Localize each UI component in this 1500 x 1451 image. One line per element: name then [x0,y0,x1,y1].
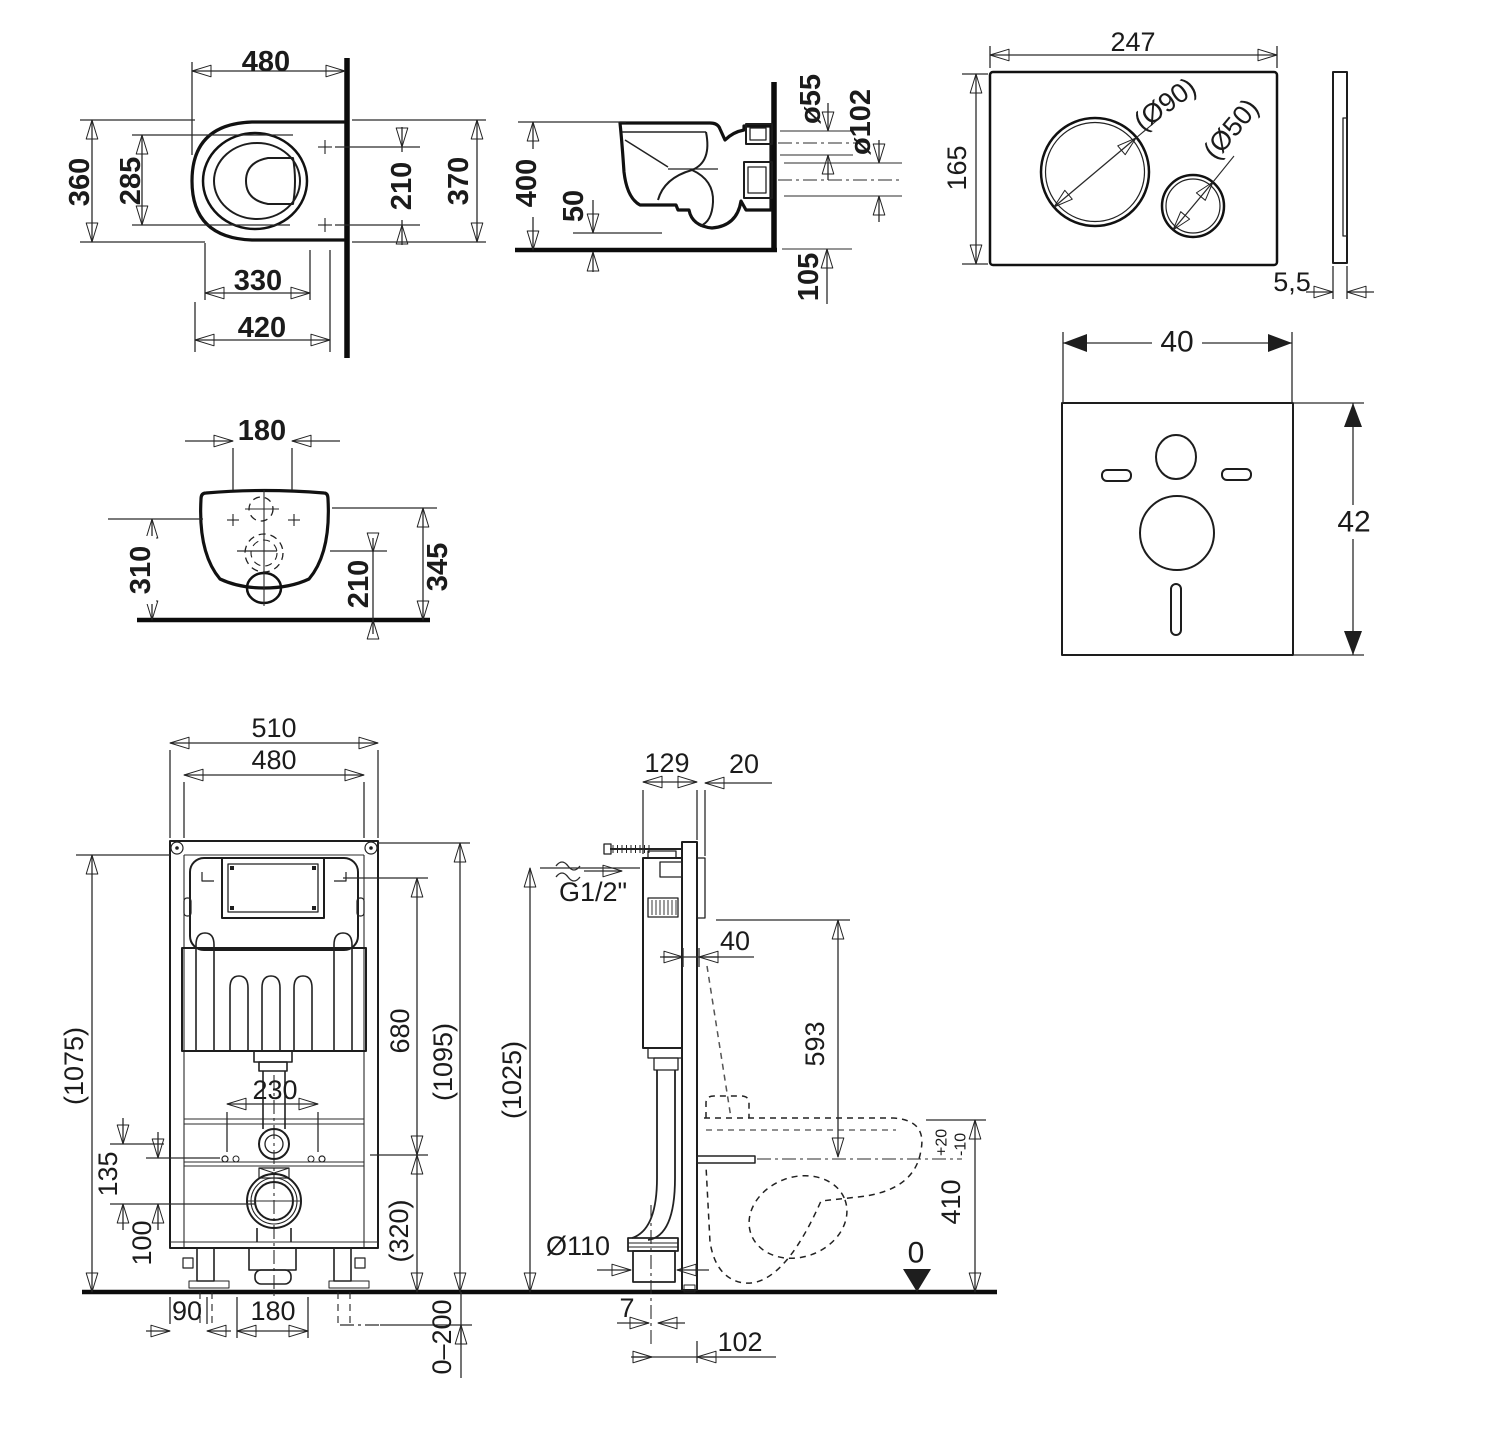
drain-outlet-socket [743,161,773,199]
flush-plate-view: 247 165 (Ø90) (Ø50) 5,5 [942,27,1374,299]
sound-mat-outline [1061,402,1294,656]
dim-seat-height-tol-plus: +20 [934,1129,951,1156]
dim-frame-230: 230 [252,1075,297,1105]
large-flush-button [1039,116,1151,228]
flush-plate-dimensions [962,46,1278,265]
flush-plate-thickness-dim [1306,266,1374,299]
cistern-tank [181,947,367,1052]
dim-frame-foot-range: 0–200 [427,1299,457,1374]
dim-mat-height: 42 [1337,506,1370,539]
water-connection-label: G1/2" [559,877,627,907]
dim-side-height-400: 400 [511,159,543,207]
dim-frame-width-inner: 480 [251,745,296,775]
flush-plate-side-profile [1332,71,1348,264]
access-panel [221,857,325,919]
toilet-top-view: 480 360 285 330 420 210 370 [64,46,486,358]
dim-frame-100: 100 [127,1220,157,1265]
frame-front-view: 510 480 (1075) 680 (1095) 230 135 100 (3… [59,713,472,1378]
rear-outlet-hole-dashed [244,533,284,573]
dim-rear-310: 310 [125,546,157,594]
dim-plate-width: 247 [1110,27,1155,57]
mounting-bolt [696,1155,756,1164]
dim-frame-width-outer: 510 [251,713,296,743]
dim-top-bolt-spacing: 210 [386,162,418,210]
foot-plate-right [328,1280,370,1289]
dim-frame-180: 180 [250,1296,295,1326]
drain-elbow-collar [627,1237,679,1252]
dim-drain-dia: Ø110 [546,1231,610,1261]
small-flush-button [1160,173,1226,239]
dim-frame-135: 135 [93,1151,123,1196]
dim-frame-90: 90 [172,1296,202,1326]
dim-large-button-dia: (Ø90) [1128,72,1201,137]
dim-side-40: 40 [720,926,750,956]
toilet-dashed-outline [704,1095,923,1284]
dim-frame-height-1075: (1075) [59,1027,89,1105]
dim-side-105: 105 [793,253,825,301]
dim-frame-320: (320) [384,1199,414,1262]
dim-side-7: 7 [619,1293,634,1323]
frame-front-dimensions [76,736,472,1378]
frame-leg-left [196,1247,215,1282]
toilet-side-dimensions [518,103,902,304]
tank-ribs [195,932,353,1051]
frame-side-view: 129 20 G1/2" 40 593 (1025) Ø110 7 102 41… [497,748,986,1364]
frame-side-dimensions [523,775,986,1364]
dim-rear-210: 210 [343,560,375,608]
flush-pipe-port [258,1128,290,1160]
drain-socket [248,1247,297,1271]
water-inlet-socket [745,123,773,145]
flush-plate-face [988,70,1279,267]
frame-leg-right [333,1247,352,1282]
dim-top-370: 370 [443,157,475,205]
sound-mat-view: 40 42 [1061,326,1378,656]
toilet-rear-view: 180 310 210 345 [108,415,454,640]
toilet-side-view: 400 50 ø55 ø102 105 [511,74,902,304]
dim-seat-height-tol-minus: -10 [953,1133,970,1156]
dim-small-button-dia: (Ø50) [1197,93,1264,165]
dim-plate-height: 165 [942,145,972,190]
mounting-cross-markers [318,140,332,232]
rear-inlet-hole-dashed [248,496,274,522]
dim-side-1025: (1025) [497,1041,527,1119]
dim-side-50: 50 [558,190,590,222]
dim-rear-width: 180 [238,415,286,447]
dim-mat-width: 40 [1160,326,1193,359]
toilet-rear-dimensions [108,434,437,640]
drain-elbow-body [632,1250,676,1283]
dim-side-outlet-dia: ø102 [845,89,877,155]
dim-top-420: 420 [238,312,286,344]
dim-plate-thickness: 5,5 [1273,267,1311,297]
dim-seat-height-group: 410 +20 -10 [934,1129,970,1225]
cistern-side [642,857,683,1049]
toilet-top-dimensions [80,62,486,352]
fill-valve [647,897,679,918]
dim-side-102: 102 [717,1327,762,1357]
dim-top-330: 330 [234,265,282,297]
dim-top-depth: 480 [242,46,290,78]
dim-top-width-outer: 360 [64,158,96,206]
dim-frame-height-1095: (1095) [428,1023,458,1101]
dim-top-seat-opening: 285 [115,157,147,205]
dim-seat-height: 410 [936,1179,966,1224]
dim-side-inlet-dia: ø55 [795,74,827,124]
sound-mat-dimensions [1062,332,1364,656]
dim-side-593: 593 [800,1021,830,1066]
foot-plate-left [188,1280,230,1289]
floor-zero-marker [903,1269,931,1292]
frame-rail-side [681,841,698,1291]
dim-side-129: 129 [644,748,689,778]
dim-rear-345: 345 [422,543,454,591]
floor-zero-label: 0 [908,1237,925,1270]
cistern [189,857,359,951]
dim-frame-680: 680 [385,1008,415,1053]
dim-side-20: 20 [729,749,759,779]
leg-extension-dashed [199,1292,351,1324]
rear-bolt-crosses [227,514,300,526]
